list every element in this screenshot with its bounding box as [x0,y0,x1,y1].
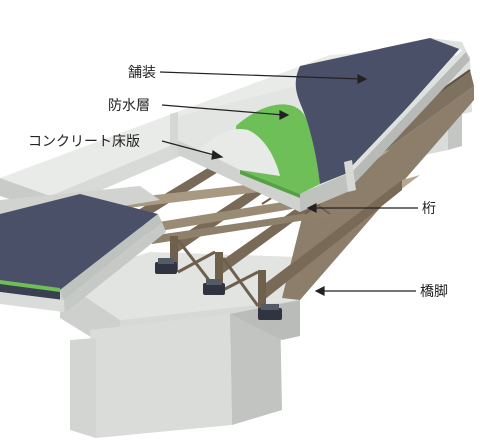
leader-lines [159,71,418,296]
pier [60,252,330,438]
callout-labels: 舗装 防水層 コンクリート床版 桁 橋脚 [28,65,448,300]
label-concrete-deck: コンクリート床版 [28,134,140,150]
label-girder: 桁 [422,201,436,217]
label-pier: 橋脚 [420,284,448,300]
leader-pavement [159,71,363,80]
bearings [155,258,282,320]
leader-concrete [161,140,219,157]
leader-waterproof [161,104,285,116]
label-waterproof-layer: 防水層 [108,98,150,114]
label-pavement: 舗装 [128,65,156,81]
upper-deck [170,38,470,212]
